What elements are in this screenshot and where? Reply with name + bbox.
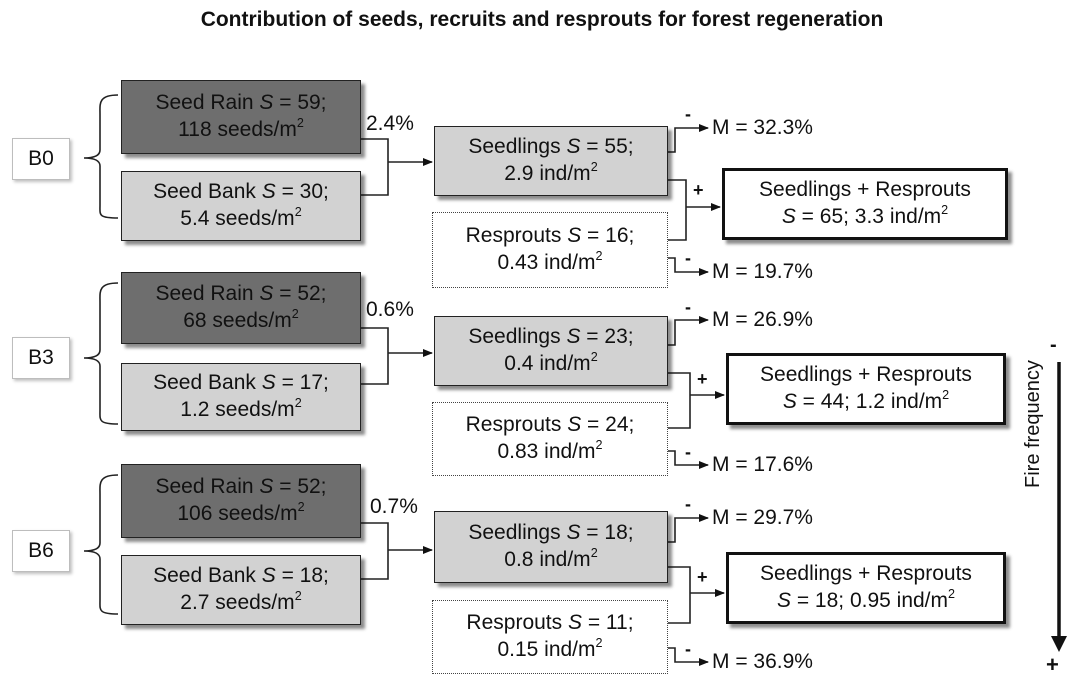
fire-frequency-minus: - xyxy=(1050,334,1057,356)
bracket-b3 xyxy=(83,282,119,425)
seed-bank-box-b0: Seed Bank S = 30; 5.4 seeds/m2 xyxy=(121,171,361,241)
group-label-b6: B6 xyxy=(12,530,70,572)
mortality-top-b3: M = 26.9% xyxy=(712,308,813,331)
minus-sign-b3-bottom: - xyxy=(685,442,691,462)
seed-rain-box-b6: Seed Rain S = 52; 106 seeds/m2 xyxy=(121,464,361,538)
minus-sign-b6-top: - xyxy=(685,494,691,514)
fire-frequency-label: Fire frequency xyxy=(1022,360,1044,488)
minus-sign-b3-top: - xyxy=(685,297,691,317)
minus-sign-b6-bottom: - xyxy=(685,639,691,659)
bracket-b0 xyxy=(83,94,119,219)
percent-b0: 2.4% xyxy=(366,112,414,135)
connectors-b3 xyxy=(361,316,725,469)
group-label-b0: B0 xyxy=(12,138,70,180)
mortality-bottom-b3: M = 17.6% xyxy=(712,453,813,476)
combined-box-b3: Seedlings + Resprouts S = 44; 1.2 ind/m2 xyxy=(726,353,1006,425)
seed-rain-box-b3: Seed Rain S = 52; 68 seeds/m2 xyxy=(121,272,361,344)
mortality-top-b0: M = 32.3% xyxy=(712,116,813,139)
combined-box-b6: Seedlings + Resprouts S = 18; 0.95 ind/m… xyxy=(726,552,1006,624)
percent-b3: 0.6% xyxy=(366,298,414,321)
mortality-bottom-b0: M = 19.7% xyxy=(712,260,813,283)
diagram-title: Contribution of seeds, recruits and resp… xyxy=(200,8,884,31)
connectors-b0 xyxy=(361,124,721,276)
minus-sign-b0-top: - xyxy=(685,104,691,124)
plus-sign-b6: + xyxy=(697,567,708,587)
seed-bank-box-b3: Seed Bank S = 17; 1.2 seeds/m2 xyxy=(121,363,361,431)
connectors-b6 xyxy=(361,514,725,666)
seedlings-box-b0: Seedlings S = 55; 2.9 ind/m2 xyxy=(434,126,668,196)
plus-sign-b0: + xyxy=(693,180,704,200)
combined-box-b0: Seedlings + Resprouts S = 65; 3.3 ind/m2 xyxy=(722,168,1008,240)
plus-sign-b3: + xyxy=(697,369,708,389)
mortality-top-b6: M = 29.7% xyxy=(712,506,813,529)
resprouts-box-b0: Resprouts S = 16; 0.43 ind/m2 xyxy=(432,212,668,288)
mortality-bottom-b6: M = 36.9% xyxy=(712,650,813,673)
seedlings-box-b3: Seedlings S = 23; 0.4 ind/m2 xyxy=(434,316,668,386)
seed-rain-box-b0: Seed Rain S = 59; 118 seeds/m2 xyxy=(121,80,361,154)
group-label-b3: B3 xyxy=(12,337,70,379)
fire-frequency-plus: + xyxy=(1046,652,1059,677)
seed-bank-box-b6: Seed Bank S = 18; 2.7 seeds/m2 xyxy=(121,555,361,625)
seedlings-box-b6: Seedlings S = 18; 0.8 ind/m2 xyxy=(434,511,668,583)
minus-sign-b0-bottom: - xyxy=(685,248,691,268)
percent-b6: 0.7% xyxy=(370,495,418,518)
resprouts-box-b3: Resprouts S = 24; 0.83 ind/m2 xyxy=(432,402,668,476)
bracket-b6 xyxy=(83,474,119,615)
resprouts-box-b6: Resprouts S = 11; 0.15 ind/m2 xyxy=(432,600,668,674)
